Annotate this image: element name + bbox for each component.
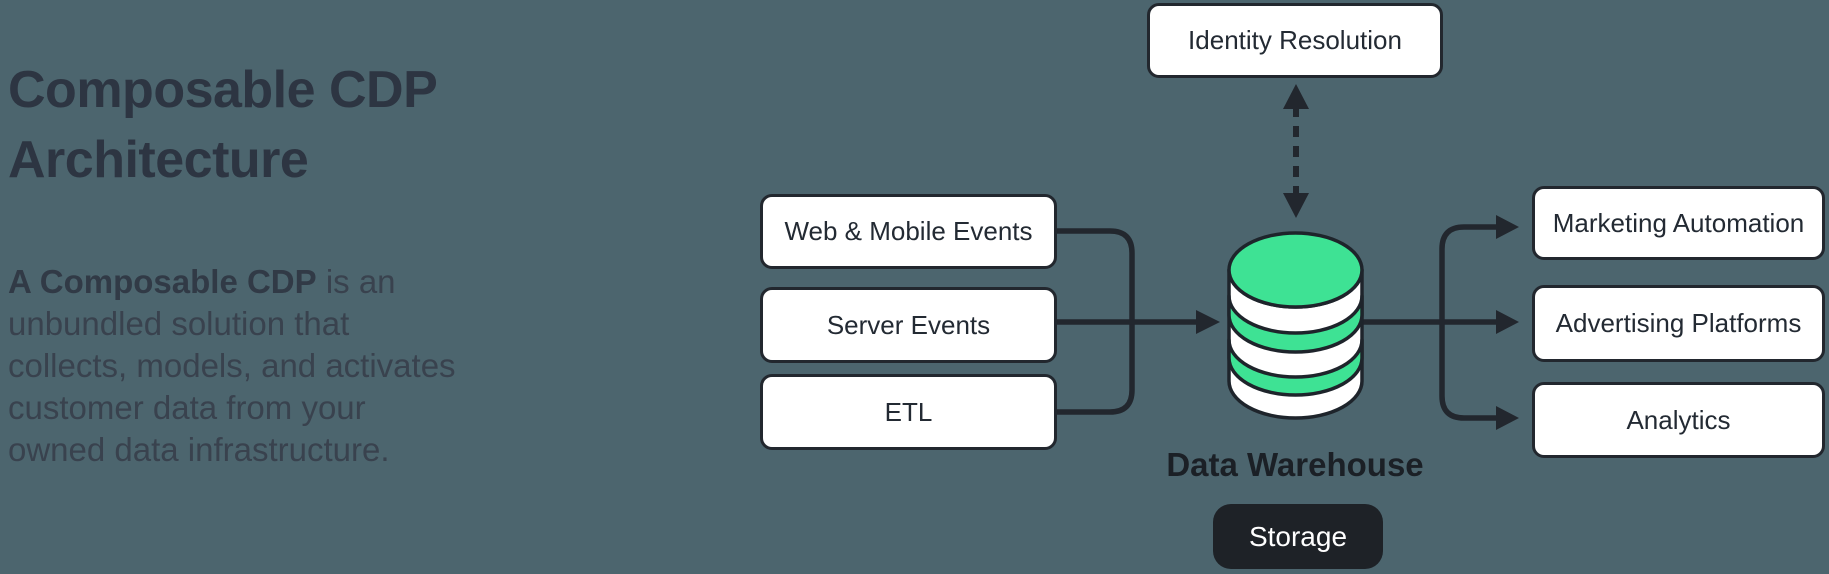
node-web-mobile-events: Web & Mobile Events [760, 194, 1057, 269]
node-etl: ETL [760, 374, 1057, 450]
destination-arrowheads [1496, 215, 1519, 430]
right-split-connector [1362, 224, 1496, 421]
data-warehouse-label: Data Warehouse [1166, 446, 1424, 483]
intro-description: A Composable CDP is an unbundled solutio… [8, 261, 470, 471]
page-title: Composable CDP Architecture [8, 61, 437, 189]
left-merge-connector [1057, 228, 1196, 415]
intro-panel: Composable CDP Architecture A Composable… [8, 55, 470, 471]
database-icon [1227, 231, 1364, 420]
intro-description-rest: is an unbundled solution that collects, … [8, 263, 456, 468]
node-analytics: Analytics [1532, 382, 1825, 458]
storage-badge: Storage [1213, 504, 1383, 569]
identity-dashed-arrow [1283, 84, 1309, 218]
node-advertising-platforms: Advertising Platforms [1532, 285, 1825, 362]
node-marketing-automation: Marketing Automation [1532, 186, 1825, 260]
node-identity-resolution: Identity Resolution [1147, 3, 1443, 78]
warehouse-in-arrowhead [1196, 310, 1220, 334]
intro-description-lead: A Composable CDP [8, 263, 317, 300]
node-server-events: Server Events [760, 287, 1057, 363]
